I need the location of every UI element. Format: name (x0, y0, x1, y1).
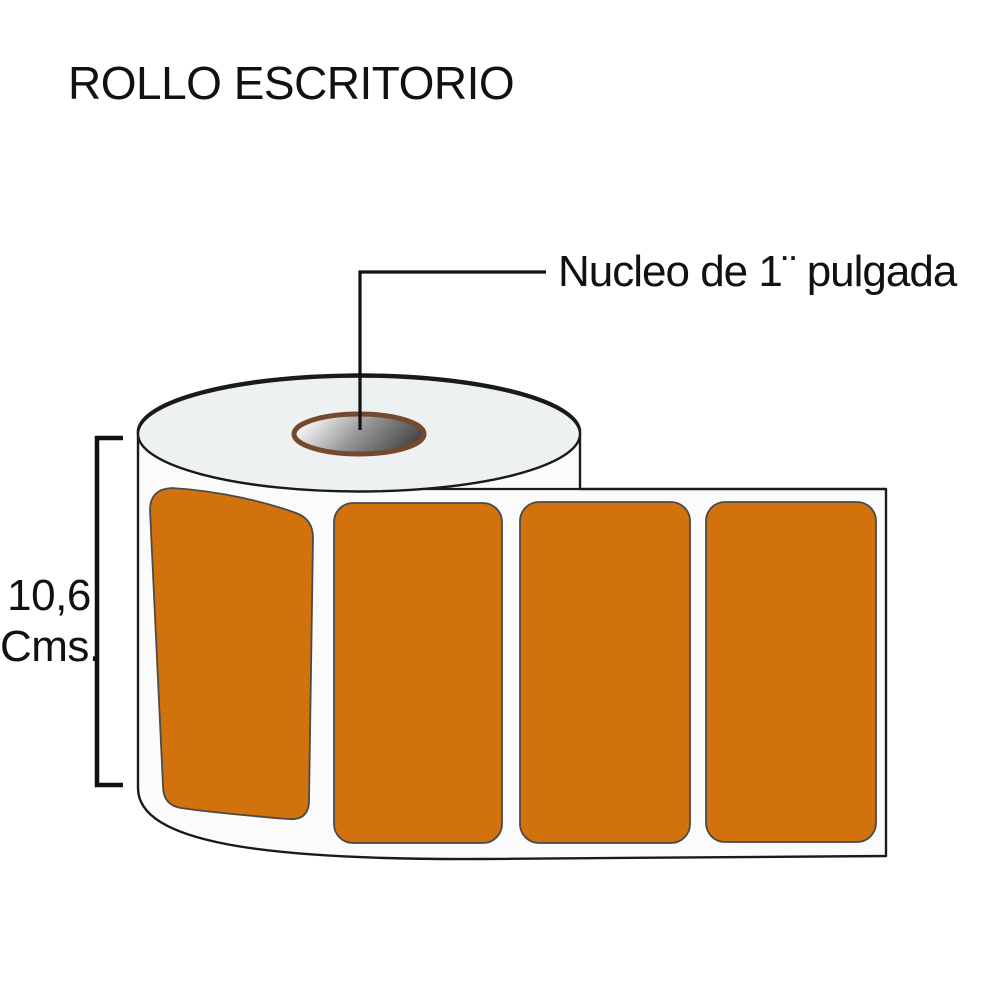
page-title: ROLLO ESCRITORIO (68, 57, 515, 109)
label-sticker-2 (333, 502, 503, 844)
label-sticker-1 (149, 487, 314, 821)
label-sticker-4 (705, 501, 877, 843)
height-dimension-unit: Cms. (0, 622, 101, 672)
core-annotation-leader-line (358, 270, 546, 430)
core-annotation-label: Nucleo de 1¨ pulgada (558, 247, 957, 296)
height-dimension-bracket (94, 435, 123, 788)
label-sticker-3 (519, 501, 691, 844)
height-dimension-value: 10,6 (7, 571, 91, 620)
height-dimension-label: 10,6 Cms. (0, 570, 101, 672)
roll-body-and-strip (136, 373, 888, 861)
